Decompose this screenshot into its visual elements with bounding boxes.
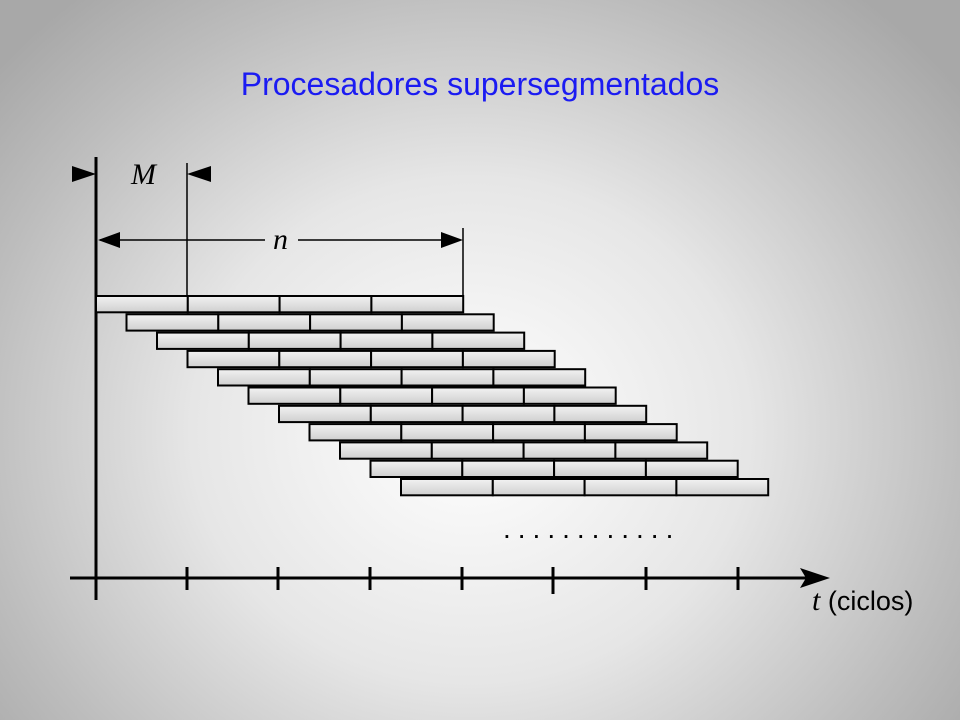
pipeline-segment xyxy=(400,368,495,387)
instruction-row xyxy=(217,368,587,387)
pipeline-segment xyxy=(339,331,434,350)
pipeline-segment xyxy=(125,313,220,332)
pipeline-segment xyxy=(522,441,617,460)
instruction-row xyxy=(339,441,709,460)
pipeline-segment xyxy=(156,331,250,350)
continuation-dots: ............ xyxy=(503,513,680,544)
pipeline-segment xyxy=(400,313,495,332)
pipeline-segment xyxy=(217,368,311,387)
pipeline-segment xyxy=(247,331,342,350)
instruction-row xyxy=(369,459,739,479)
pipeline-segment xyxy=(339,441,433,460)
n-label: n xyxy=(273,223,288,256)
pipeline-segment xyxy=(431,386,525,405)
pipeline-segment xyxy=(461,349,556,369)
pipeline-segment xyxy=(186,295,281,314)
pipeline-segment xyxy=(278,404,372,424)
pipeline-segment xyxy=(339,386,434,405)
time-unit: (ciclos) xyxy=(827,586,914,616)
pipeline-segment xyxy=(522,386,617,405)
time-axis-label: t (ciclos) xyxy=(812,584,913,618)
pipeline-segment xyxy=(400,423,495,442)
instruction-rows xyxy=(95,295,770,497)
pipeline-segment xyxy=(461,459,556,479)
pipeline-segment xyxy=(95,295,189,314)
pipeline-segment xyxy=(278,295,373,314)
pipeline-segment xyxy=(308,423,403,442)
pipeline-segment xyxy=(369,459,464,479)
m-arrow-right xyxy=(187,166,211,182)
pipeline-segment xyxy=(400,478,494,497)
pipeline-segment xyxy=(491,478,586,497)
instruction-row xyxy=(278,404,648,424)
pipeline-segment xyxy=(309,313,403,332)
x-axis-arrow xyxy=(800,568,830,588)
instruction-row xyxy=(308,423,678,442)
pipeline-segment xyxy=(461,404,556,424)
pipeline-segment xyxy=(370,295,465,314)
pipeline-segment xyxy=(430,441,525,460)
pipeline-segment xyxy=(583,478,678,497)
slide-title: Procesadores supersegmentados xyxy=(240,66,720,102)
m-label: M xyxy=(130,158,158,191)
m-arrow-left xyxy=(72,166,96,182)
n-arrow-left xyxy=(98,232,120,248)
instruction-row xyxy=(247,386,617,405)
pipeline-segment xyxy=(675,478,770,497)
instruction-row xyxy=(400,478,770,497)
pipeline-segment xyxy=(492,423,586,442)
instruction-row xyxy=(186,349,556,369)
pipeline-segment xyxy=(431,331,526,350)
pipeline-segment xyxy=(492,368,587,387)
pipeline-segment xyxy=(369,404,464,424)
instruction-row xyxy=(156,331,526,350)
pipeline-segment xyxy=(217,313,312,332)
instruction-row xyxy=(125,313,495,332)
pipeline-segment xyxy=(644,459,739,479)
pipeline-segment xyxy=(186,349,281,369)
n-arrow-right xyxy=(441,232,463,248)
pipeline-segment xyxy=(370,349,464,369)
x-axis-ticks xyxy=(185,567,740,594)
pipeline-segment xyxy=(553,404,648,424)
pipeline-segment xyxy=(553,459,647,479)
time-variable: t xyxy=(812,584,821,617)
pipeline-segment xyxy=(614,441,709,460)
pipeline-segment xyxy=(247,386,342,405)
pipeline-segment xyxy=(583,423,678,442)
pipeline-segment xyxy=(278,349,373,369)
pipeline-segment xyxy=(308,368,403,387)
instruction-row xyxy=(95,295,465,314)
